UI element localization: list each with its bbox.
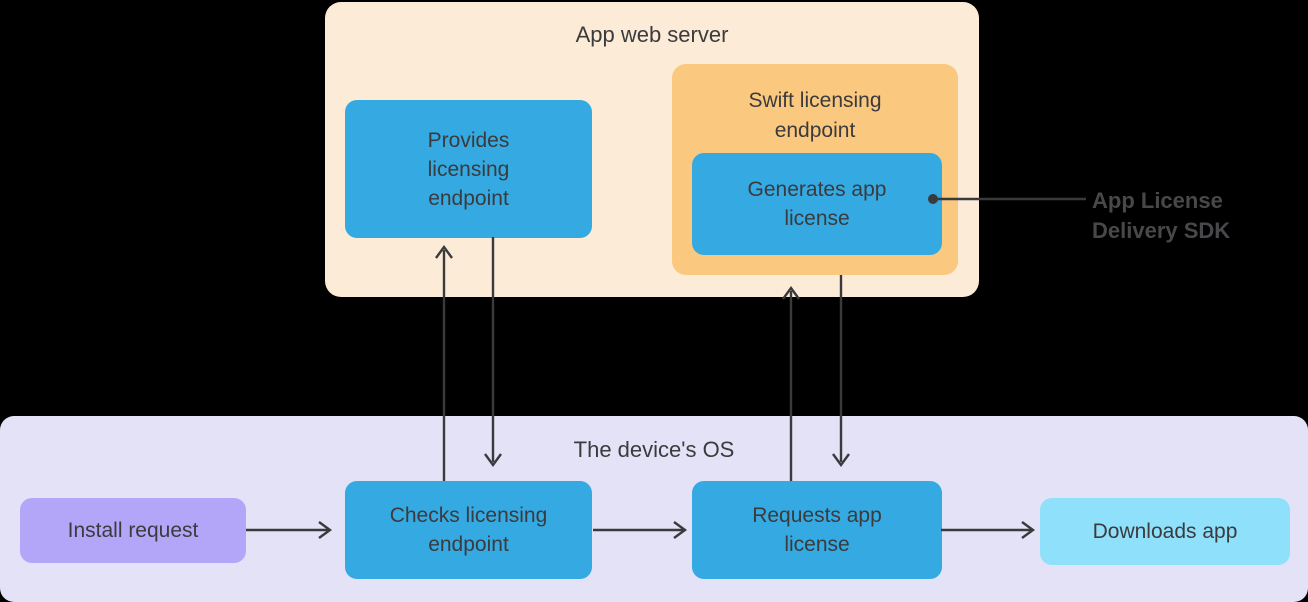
install-request-label: Install request [67, 519, 199, 542]
swift-licensing-endpoint-group: Swift licensing endpoint Generates app l… [672, 64, 958, 275]
device-os-section: The device's OS Install request Checks l… [0, 416, 1308, 602]
device-os-title: The device's OS [573, 437, 735, 462]
swift-licensing-endpoint-title: Swift licensing endpoint [748, 89, 882, 142]
checks-licensing-endpoint-label: Checks licensing endpoint [389, 504, 548, 556]
app-web-server-title: App web server [575, 22, 729, 47]
generates-app-license-label: Generates app license [747, 178, 887, 230]
provides-licensing-endpoint-label: Provides licensing endpoint [427, 128, 510, 210]
generates-app-license-node: Generates app license [692, 153, 942, 255]
provides-licensing-endpoint-node: Provides licensing endpoint [345, 100, 592, 238]
checks-licensing-endpoint-node: Checks licensing endpoint [345, 481, 592, 579]
app-license-delivery-sdk-label: App License Delivery SDK [1092, 188, 1231, 243]
requests-app-license-label: Requests app license [752, 504, 882, 556]
app-web-server-section: App web server Provides licensing endpoi… [325, 2, 979, 297]
install-request-node: Install request [20, 498, 246, 563]
downloads-app-label: Downloads app [1092, 520, 1238, 543]
downloads-app-node: Downloads app [1040, 498, 1290, 565]
requests-app-license-node: Requests app license [692, 481, 942, 579]
